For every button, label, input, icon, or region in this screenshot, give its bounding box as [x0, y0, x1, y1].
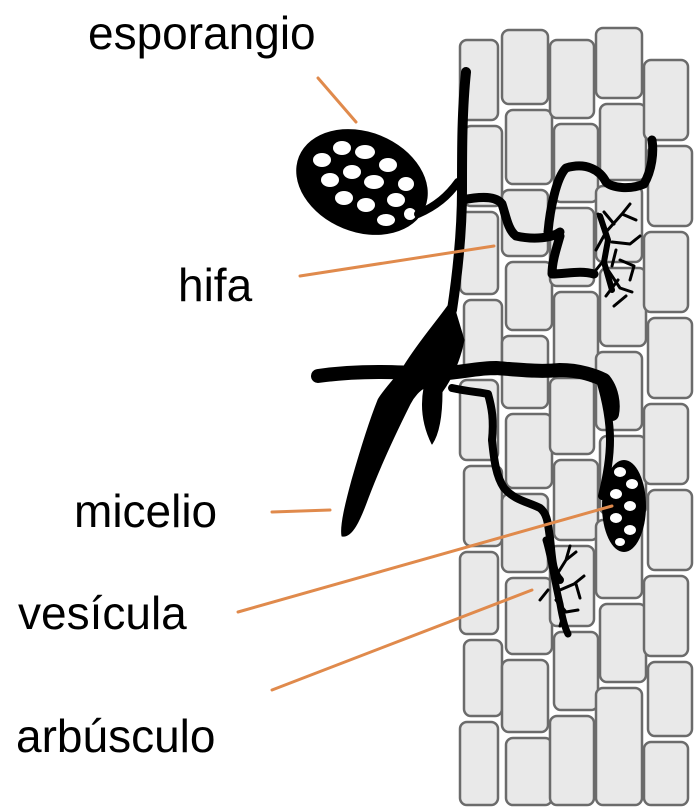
sporangium	[280, 110, 458, 254]
root-cell	[648, 318, 692, 398]
root-cell	[506, 262, 552, 330]
label-arbusculo: arbúsculo	[16, 713, 215, 759]
root-cell	[644, 742, 688, 805]
root-cell	[502, 660, 548, 732]
root-cell	[460, 722, 498, 805]
root-cell	[502, 30, 548, 104]
root-cell	[644, 576, 688, 656]
root-cell	[506, 414, 552, 488]
root-cell	[506, 578, 552, 654]
root-cell	[596, 28, 642, 98]
label-micelio: micelio	[74, 488, 217, 534]
root-cell	[554, 632, 598, 710]
label-esporangio: esporangio	[88, 10, 316, 56]
label-vesicula: vesícula	[18, 590, 187, 636]
root-cell	[506, 738, 552, 805]
root-cell	[648, 662, 692, 736]
leader-micelio	[272, 510, 330, 512]
root-cell	[648, 490, 692, 570]
root-cell	[550, 716, 594, 805]
root-cell	[554, 292, 598, 372]
root-cell	[464, 640, 502, 716]
root-cell	[550, 378, 594, 454]
root-cell	[600, 604, 646, 682]
root-cell	[554, 460, 598, 540]
root-cell	[644, 60, 688, 140]
root-cell	[460, 552, 498, 634]
root-cell	[644, 232, 688, 312]
root-cell	[596, 688, 642, 805]
root-cell	[600, 104, 646, 180]
root-cell	[506, 110, 552, 184]
root-cell	[644, 404, 688, 484]
mycelium-body	[342, 300, 464, 536]
root-cell	[550, 40, 594, 118]
leader-esporangio	[318, 78, 356, 122]
label-hifa: hifa	[178, 262, 252, 308]
